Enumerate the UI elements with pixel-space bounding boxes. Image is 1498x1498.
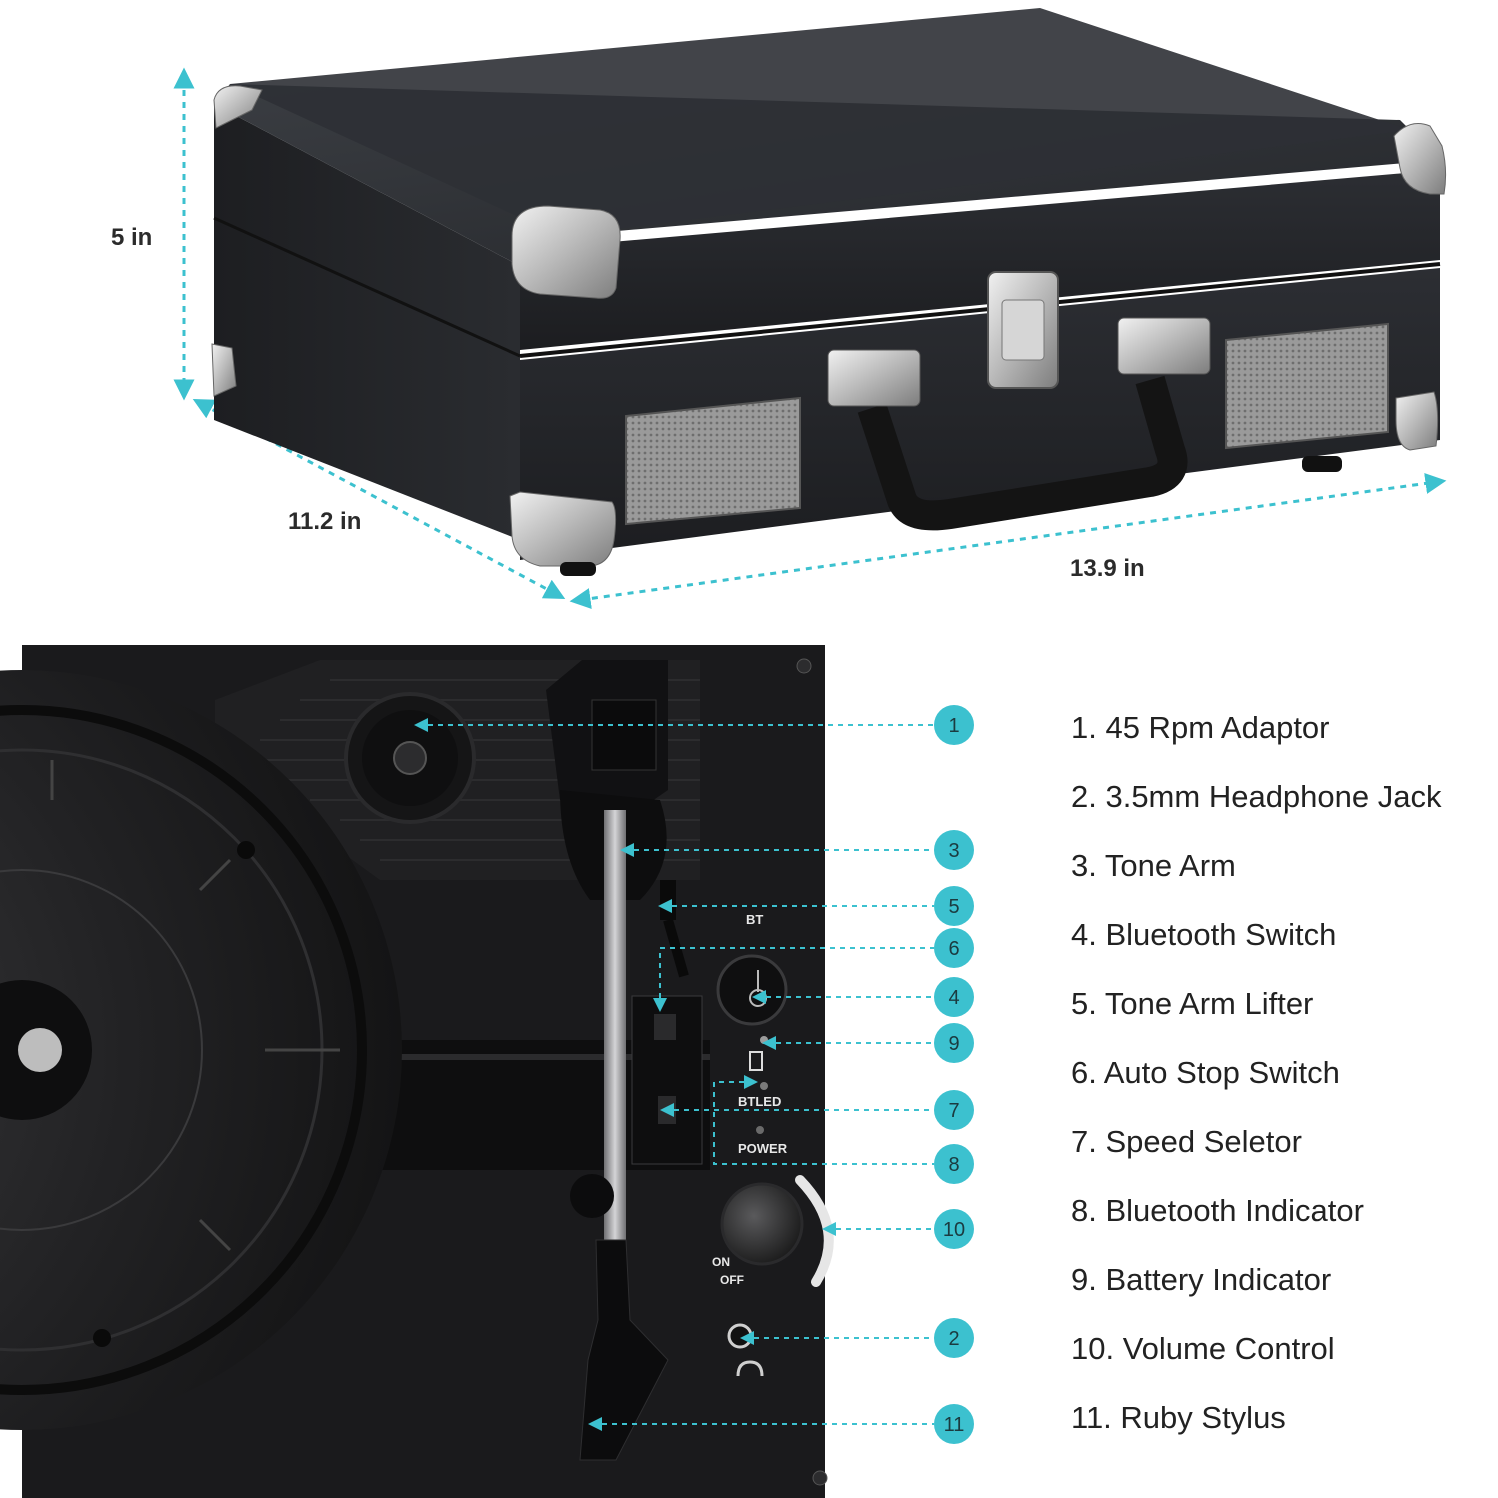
callout-badge: 9 (934, 1023, 974, 1063)
corner-cap (211, 343, 237, 397)
parts-list-item: 2. 3.5mm Headphone Jack (1071, 779, 1442, 814)
callout-badge: 11 (934, 1404, 974, 1444)
callout-badge-number: 10 (943, 1219, 965, 1241)
callout-badge: 3 (934, 830, 974, 870)
callout-badge-number: 1 (948, 715, 959, 737)
callout-badge: 2 (934, 1318, 974, 1358)
callout-badge: 5 (934, 886, 974, 926)
corner-cap (213, 85, 263, 129)
parts-list-item: 10. Volume Control (1071, 1331, 1335, 1366)
callout-badge-number: 3 (948, 840, 959, 862)
corner-cap (509, 491, 617, 567)
callout-badge: 10 (934, 1209, 974, 1249)
callout-badge-number: 7 (948, 1100, 959, 1122)
right-speaker-grille (1225, 322, 1389, 450)
parts-list-item: 3. Tone Arm (1071, 848, 1236, 883)
suitcase-illustration (173, 8, 1447, 609)
carry-handle (857, 375, 1188, 531)
parts-list-item: 1. 45 Rpm Adaptor (1071, 710, 1330, 745)
callout-badge-number: 8 (948, 1154, 959, 1176)
parts-list-item: 4. Bluetooth Switch (1071, 917, 1337, 952)
callout-badge-number: 9 (948, 1033, 959, 1055)
parts-list-item: 6. Auto Stop Switch (1071, 1055, 1340, 1090)
callout-badge-number: 5 (948, 896, 959, 918)
callout-badge: 8 (934, 1144, 974, 1184)
parts-list-item: 9. Battery Indicator (1071, 1262, 1332, 1297)
left-speaker-grille (625, 396, 801, 526)
corner-cap (1393, 123, 1447, 195)
callout-badge-number: 4 (948, 987, 959, 1009)
callout-badge-number: 11 (944, 1414, 965, 1436)
callout-badge: 1 (934, 705, 974, 745)
corner-cap (511, 205, 621, 299)
parts-list-item: 5. Tone Arm Lifter (1071, 986, 1314, 1021)
suitcase-body (211, 8, 1447, 576)
callout-badge: 4 (934, 977, 974, 1017)
parts-list-item: 8. Bluetooth Indicator (1071, 1193, 1364, 1228)
parts-list-item: 7. Speed Seletor (1071, 1124, 1302, 1159)
height-dimension-label: 5 in (111, 224, 153, 251)
callout-badge: 6 (934, 928, 974, 968)
callout-badge: 7 (934, 1090, 974, 1130)
corner-cap (1395, 391, 1439, 451)
callout-badge-number: 2 (948, 1328, 959, 1350)
width-dimension-arrow (569, 473, 1447, 609)
callout-badge-number: 6 (948, 938, 959, 960)
width-dimension-label: 13.9 in (1070, 555, 1145, 582)
depth-dimension-label: 11.2 in (288, 508, 362, 535)
parts-list-item: 11. Ruby Stylus (1071, 1400, 1286, 1435)
